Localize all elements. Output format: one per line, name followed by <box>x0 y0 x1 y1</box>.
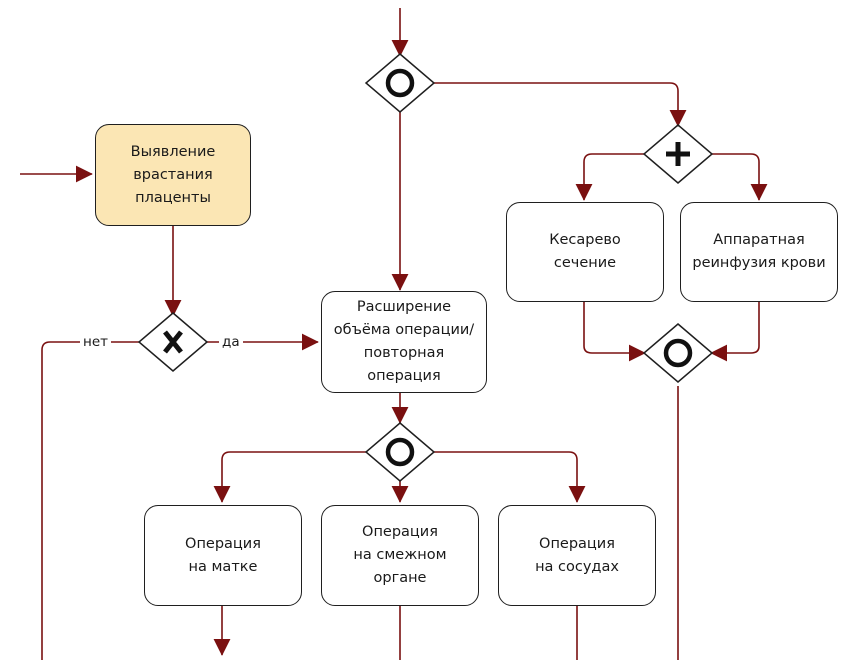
flow-top-to-parallel <box>432 82 687 127</box>
task-expand-operation: Расширение объёма операции/ повторная оп… <box>321 291 487 393</box>
gateway-right-parallel <box>642 124 714 184</box>
gateway-middle-inclusive <box>364 422 436 482</box>
flow-cesarean-to-join <box>583 301 646 362</box>
flow-parallel-to-reinfusion <box>712 153 768 201</box>
task-adjacent-organ-operation: Операция на смежном органе <box>321 505 479 606</box>
gateway-top-inclusive <box>364 53 436 113</box>
label-yes: да <box>219 334 243 350</box>
gateway-decision-exclusive <box>137 312 209 372</box>
task-uterus-operation: Операция на матке <box>144 505 302 606</box>
task-blood-reinfusion: Аппаратная реинфузия крови <box>680 202 838 302</box>
label-no: нет <box>80 334 111 350</box>
gateway-join-inclusive <box>642 323 714 383</box>
task-detect-placenta-accreta: Выявление врастания плаценты <box>95 124 251 226</box>
task-vessels-operation: Операция на сосудах <box>498 505 656 606</box>
flow-decision-no <box>41 341 140 660</box>
flow-middle-to-vessels <box>432 451 586 503</box>
flow-middle-to-uterus <box>213 451 368 503</box>
flow-parallel-to-cesarean <box>575 153 644 201</box>
task-cesarean-section: Кесарево сечение <box>506 202 664 302</box>
flow-reinfusion-to-join <box>710 301 760 362</box>
